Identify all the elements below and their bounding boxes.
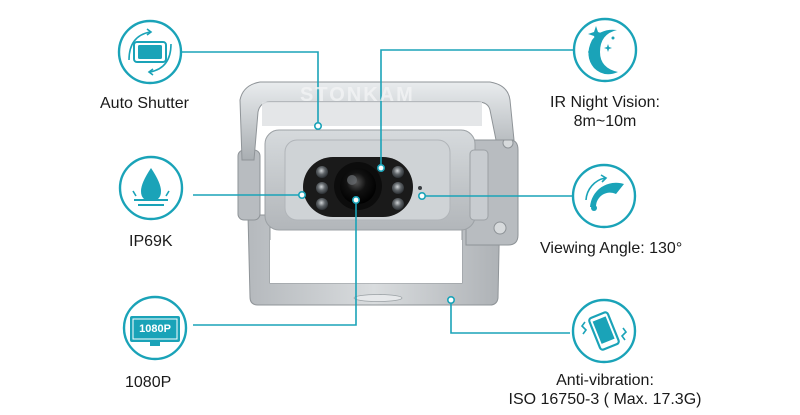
resolution-label: 1080P <box>125 374 172 391</box>
ir-night-vision-line1: IR Night Vision: <box>550 94 660 111</box>
monitor-1080p-icon <box>122 295 188 361</box>
brand-watermark: STONKAM <box>300 84 415 106</box>
moon-stars-icon <box>572 17 638 83</box>
auto-shutter-label: Auto Shutter <box>100 95 189 112</box>
anti-vibration-line2: ISO 16750-3 ( Max. 17.3G) <box>508 391 702 408</box>
water-drop-icon <box>118 155 184 221</box>
camera-product <box>237 81 519 306</box>
connector-dots <box>297 122 455 304</box>
connector-lines <box>174 49 574 334</box>
auto-shutter-icon <box>117 19 183 85</box>
ir-night-vision-line2: 8m~10m <box>573 113 637 130</box>
vibrating-phone-icon <box>571 298 637 364</box>
anti-vibration-label: Anti-vibration: ISO 16750-3 ( Max. 17.3G… <box>507 371 703 409</box>
resolution-badge-text: 1080P <box>139 323 171 335</box>
ir-night-vision-label: IR Night Vision: 8m~10m <box>540 93 670 131</box>
anti-vibration-line1: Anti-vibration: <box>556 372 654 389</box>
ip69k-label: IP69K <box>129 233 173 250</box>
viewing-angle-label: Viewing Angle: 130° <box>540 240 683 257</box>
viewing-angle-icon <box>571 163 637 229</box>
